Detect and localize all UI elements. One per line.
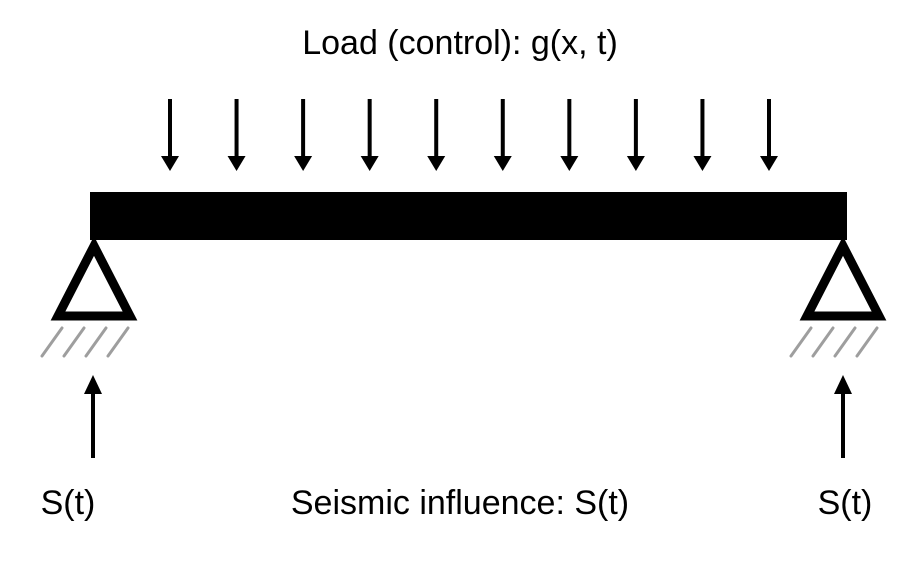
down-arrow-head bbox=[227, 156, 246, 171]
hatch-line bbox=[833, 326, 857, 358]
right-support-triangle bbox=[799, 236, 887, 321]
down-arrow-head bbox=[626, 156, 645, 171]
down-arrow-head bbox=[560, 156, 579, 171]
down-arrow-head bbox=[493, 156, 512, 171]
down-arrow-head bbox=[360, 156, 379, 171]
down-arrow-head bbox=[161, 156, 179, 171]
down-arrow-head bbox=[427, 156, 446, 171]
hatch-line bbox=[855, 326, 879, 358]
left-support-hatching bbox=[40, 326, 130, 358]
right-support bbox=[799, 236, 887, 321]
left-support-triangle bbox=[50, 236, 138, 321]
left-reaction-arrow bbox=[84, 375, 102, 458]
right-reaction-label: S(t) bbox=[818, 484, 873, 522]
seismic-label: Seismic influence: S(t) bbox=[291, 484, 629, 522]
hatch-line bbox=[84, 326, 108, 358]
right-reaction-arrow bbox=[834, 375, 852, 458]
down-arrow-head bbox=[294, 156, 313, 171]
left-reaction-label: S(t) bbox=[41, 484, 96, 522]
hatch-line bbox=[62, 326, 86, 358]
beam bbox=[90, 192, 847, 240]
down-arrow-head bbox=[760, 156, 778, 171]
load-label: Load (control): g(x, t) bbox=[302, 24, 618, 62]
up-arrow-head bbox=[84, 375, 102, 394]
right-support-hatching bbox=[789, 326, 879, 358]
up-arrow-head bbox=[834, 375, 852, 394]
hatch-line bbox=[40, 326, 64, 358]
hatch-line bbox=[789, 326, 813, 358]
left-support bbox=[50, 236, 138, 321]
hatch-line bbox=[811, 326, 835, 358]
hatch-line bbox=[106, 326, 130, 358]
load-arrows bbox=[161, 99, 778, 171]
down-arrow-head bbox=[693, 156, 712, 171]
